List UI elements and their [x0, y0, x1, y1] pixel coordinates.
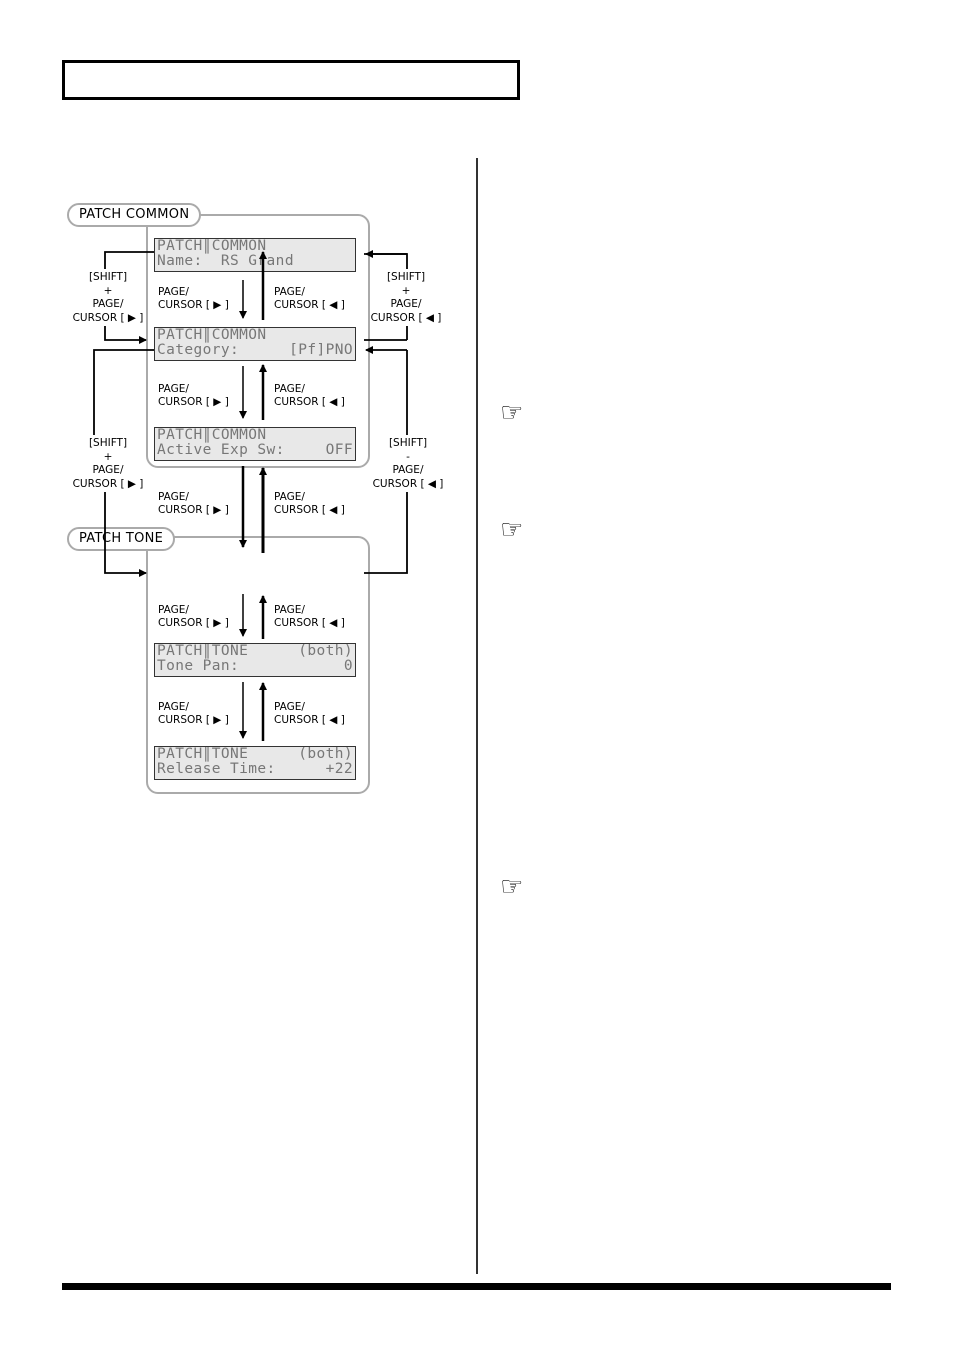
- lcd-screen-active-exp: PATCH║COMMON Active Exp Sw:OFF: [154, 427, 356, 461]
- lcd-screen-tone-pan: PATCH║TONE(both) Tone Pan:0: [154, 643, 356, 677]
- lcd-line-2: Tone Pan:0: [157, 658, 353, 674]
- nav-up-label: PAGE/ CURSOR [ ◀ ]: [274, 604, 345, 629]
- nav-up-label: PAGE/ CURSOR [ ◀ ]: [274, 383, 345, 408]
- lcd-screen-category: PATCH║COMMON Category:[Pf]PNO: [154, 327, 356, 361]
- lcd-line-1: PATCH║TONE(both): [157, 746, 353, 762]
- header-title-box: [62, 60, 520, 100]
- patch-tone-tab: PATCH TONE: [67, 527, 176, 551]
- nav-down-label: PAGE/ CURSOR [ ▶ ]: [158, 491, 229, 516]
- footer-rule: [62, 1283, 891, 1290]
- shift-forward-label: [SHIFT] + PAGE/ CURSOR [ ▶ ]: [72, 271, 144, 325]
- lcd-screen-release-time: PATCH║TONE(both) Release Time:+22: [154, 746, 356, 780]
- lcd-line-1: PATCH║TONE(both): [157, 643, 353, 659]
- patch-tone-label: PATCH TONE: [79, 531, 164, 546]
- lcd-line-1: PATCH║COMMON: [157, 427, 267, 443]
- shift-forward-label: [SHIFT] + PAGE/ CURSOR [ ▶ ]: [72, 437, 144, 491]
- nav-down-label: PAGE/ CURSOR [ ▶ ]: [158, 701, 229, 726]
- lcd-line-2: Category:[Pf]PNO: [157, 342, 353, 358]
- lcd-screen-name: PATCH║COMMON Name: RS Grand: [154, 238, 356, 272]
- pointing-hand-icon: ☞: [500, 515, 524, 545]
- lcd-line-2: Active Exp Sw:OFF: [157, 442, 353, 458]
- lcd-line-1: PATCH║COMMON: [157, 238, 267, 254]
- nav-down-label: PAGE/ CURSOR [ ▶ ]: [158, 286, 229, 311]
- shift-back-label: [SHIFT] + PAGE/ CURSOR [ ◀ ]: [370, 271, 442, 325]
- lcd-line-2: Release Time:+22: [157, 761, 353, 777]
- pointing-hand-icon: ☞: [500, 872, 524, 902]
- column-divider: [476, 158, 478, 1274]
- patch-common-tab: PATCH COMMON: [67, 203, 202, 227]
- nav-up-label: PAGE/ CURSOR [ ◀ ]: [274, 286, 345, 311]
- nav-down-label: PAGE/ CURSOR [ ▶ ]: [158, 604, 229, 629]
- nav-up-label: PAGE/ CURSOR [ ◀ ]: [274, 491, 345, 516]
- nav-up-label: PAGE/ CURSOR [ ◀ ]: [274, 701, 345, 726]
- lcd-line-1: PATCH║COMMON: [157, 327, 267, 343]
- shift-back-label: [SHIFT] - PAGE/ CURSOR [ ◀ ]: [372, 437, 444, 491]
- nav-down-label: PAGE/ CURSOR [ ▶ ]: [158, 383, 229, 408]
- patch-common-label: PATCH COMMON: [79, 207, 190, 222]
- pointing-hand-icon: ☞: [500, 398, 524, 428]
